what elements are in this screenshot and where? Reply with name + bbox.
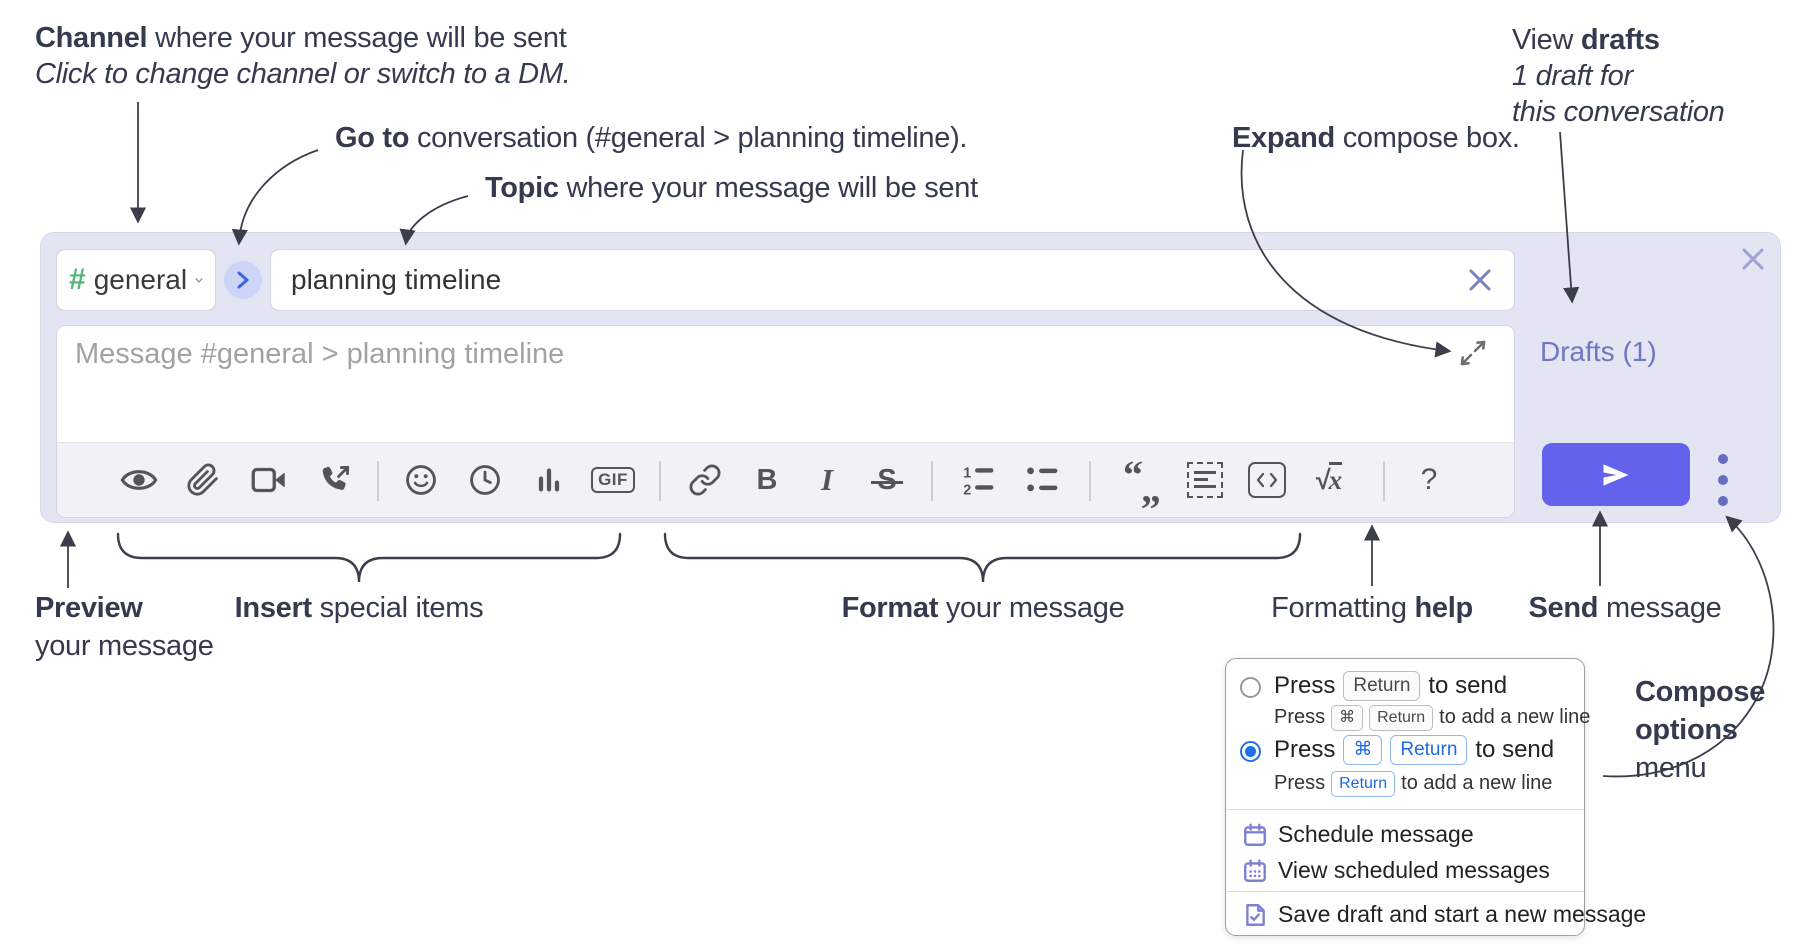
- video-call-icon[interactable]: [241, 443, 297, 517]
- annotation-compose-options-line3: menu: [1635, 752, 1707, 784]
- send-icon: [1603, 463, 1629, 486]
- format-brace: [663, 532, 1302, 583]
- annotation-preview-line2: your message: [35, 630, 214, 662]
- drafts-link[interactable]: Drafts (1): [1540, 336, 1657, 367]
- popup-divider: [1226, 809, 1584, 810]
- poll-chart-icon[interactable]: [521, 443, 577, 517]
- draft-check-icon: [1246, 903, 1265, 926]
- toolbar-divider: [659, 461, 661, 501]
- spoiler-icon[interactable]: [1177, 443, 1233, 517]
- annotation-expand: Expand compose box.: [1232, 122, 1520, 154]
- annotation-channel-line1: Channel where your message will be sent: [35, 22, 567, 54]
- preview-eye-icon[interactable]: [111, 443, 167, 517]
- channel-name: general: [93, 264, 188, 295]
- annotation-drafts-line2: 1 draft for: [1512, 60, 1633, 92]
- svg-text:2: 2: [963, 482, 971, 496]
- chevron-right-icon: [237, 271, 249, 289]
- send-button[interactable]: [1542, 443, 1690, 506]
- popup-divider: [1226, 891, 1584, 892]
- channel-selector[interactable]: # general: [56, 249, 216, 311]
- annotation-formatting-help: Formatting help: [1271, 592, 1473, 624]
- message-placeholder: Message #general > planning timeline: [75, 338, 565, 370]
- calendar-dots-icon: [1244, 859, 1266, 882]
- bold-icon[interactable]: B: [756, 463, 778, 496]
- strikethrough-icon[interactable]: S: [871, 463, 904, 496]
- menu-item-view-scheduled[interactable]: View scheduled messages: [1226, 853, 1584, 888]
- gif-icon[interactable]: GIF: [585, 443, 641, 517]
- topic-field-wrap: [270, 249, 1515, 311]
- toolbar-divider: [377, 461, 379, 501]
- channel-hash-icon: #: [69, 263, 86, 296]
- annotation-compose-options-line2: options: [1635, 714, 1738, 746]
- goto-arrow: [231, 149, 319, 246]
- menu-item-save-draft[interactable]: Save draft and start a new message: [1226, 897, 1646, 932]
- clear-topic-icon[interactable]: [1466, 266, 1494, 294]
- time-icon[interactable]: [457, 443, 513, 517]
- italic-icon[interactable]: I: [820, 462, 834, 497]
- annotation-send: Send message: [1528, 592, 1722, 624]
- code-icon[interactable]: [1239, 443, 1295, 517]
- chevron-down-icon: [195, 277, 203, 283]
- annotation-goto: Go to conversation (#general > planning …: [335, 122, 968, 154]
- toolbar-divider: [931, 461, 933, 501]
- annotation-preview-line1: Preview: [35, 592, 143, 624]
- emoji-icon[interactable]: [393, 443, 449, 517]
- annotation-channel-line2: Click to change channel or switch to a D…: [35, 58, 571, 90]
- menu-item-schedule-message[interactable]: Schedule message: [1226, 817, 1584, 852]
- radio-return-to-send[interactable]: [1240, 677, 1261, 698]
- go-to-conversation-button[interactable]: [224, 261, 262, 299]
- bulleted-list-icon[interactable]: [1015, 443, 1071, 517]
- toolbar-divider: [1383, 461, 1385, 501]
- calendar-icon: [1244, 823, 1266, 846]
- expand-compose-icon[interactable]: [1458, 338, 1488, 368]
- close-compose-icon[interactable]: [1738, 244, 1768, 274]
- topic-input[interactable]: [271, 264, 1466, 296]
- annotation-compose-options-line1: Compose: [1635, 676, 1766, 708]
- formatting-help-icon[interactable]: ?: [1420, 463, 1438, 496]
- message-textarea[interactable]: Message #general > planning timeline: [56, 325, 1515, 442]
- toolbar-divider: [1089, 461, 1091, 501]
- math-icon[interactable]: √x: [1301, 443, 1357, 517]
- compose-options-kebab[interactable]: [1706, 450, 1740, 510]
- annotation-topic: Topic where your message will be sent: [485, 172, 978, 204]
- link-icon[interactable]: [677, 443, 733, 517]
- annotation-drafts-line3: this conversation: [1512, 96, 1725, 128]
- annotation-insert: Insert special items: [234, 592, 484, 624]
- voice-call-icon[interactable]: [307, 443, 363, 517]
- attach-file-icon[interactable]: [175, 443, 231, 517]
- insert-brace: [116, 532, 622, 583]
- annotation-format: Format your message: [841, 592, 1125, 624]
- annotation-view-drafts: View drafts: [1512, 24, 1660, 56]
- quote-icon[interactable]: “ „: [1123, 452, 1161, 511]
- radio-cmd-return-to-send[interactable]: [1240, 741, 1261, 762]
- svg-text:1: 1: [963, 465, 971, 481]
